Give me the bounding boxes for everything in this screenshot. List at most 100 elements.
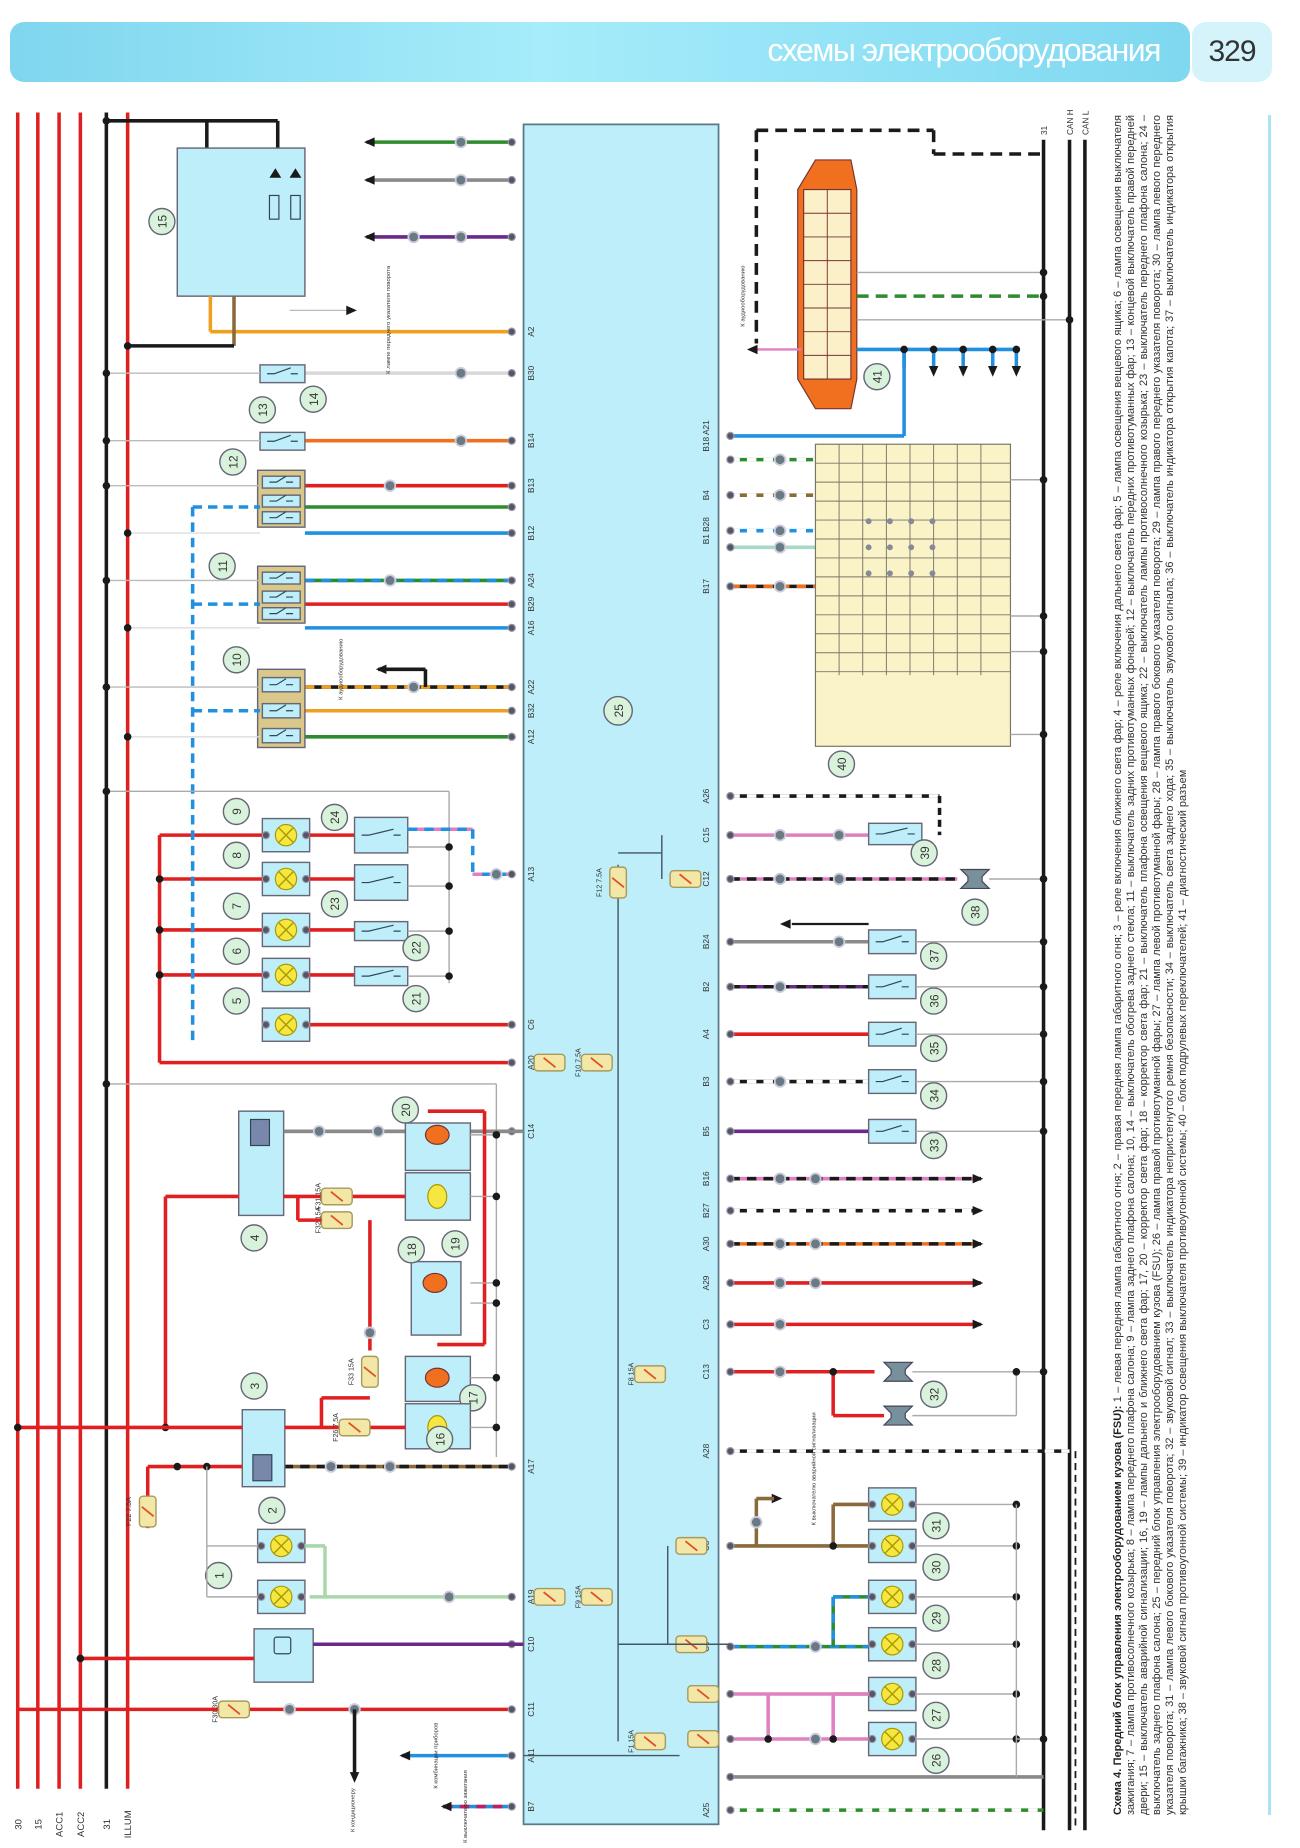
junction-dot <box>102 576 111 585</box>
pin-terminal <box>507 327 516 336</box>
pin-terminal <box>507 481 516 490</box>
junction-dot <box>492 1423 501 1432</box>
pin-label: A19 <box>527 1589 536 1604</box>
pin-terminal <box>261 925 271 935</box>
fuse-label: F30 30A <box>211 1696 219 1723</box>
pin-label: B4 <box>702 490 711 501</box>
arrow-right-icon <box>972 1205 984 1216</box>
pin-terminal <box>726 1541 735 1551</box>
pin-label: B17 <box>702 579 711 594</box>
switch-contact-icon <box>875 1075 909 1083</box>
pin-terminal <box>868 1541 877 1551</box>
pin-terminal <box>261 874 271 884</box>
fuse-element <box>141 1506 155 1518</box>
bulb-cross <box>884 1636 900 1652</box>
rear-window-heater-switch <box>259 364 306 384</box>
bulb-cross <box>278 922 294 938</box>
bulb-cross <box>273 1538 289 1554</box>
component-number: 34 <box>927 1089 941 1103</box>
junction-dot <box>445 882 453 890</box>
connector-icon <box>407 680 420 694</box>
pin-label: A28 <box>702 1443 711 1458</box>
component-number: 26 <box>930 1753 944 1767</box>
component-badge <box>425 1425 454 1454</box>
arrow-down-icon <box>1011 366 1022 377</box>
switch-contact-icon <box>269 678 294 686</box>
immobilizer-indicator <box>867 822 923 846</box>
connector-icon <box>383 1460 397 1473</box>
connector-icon <box>383 574 397 587</box>
pin-terminal <box>507 706 516 715</box>
component-badge <box>441 1230 469 1258</box>
switch <box>261 676 301 693</box>
switch-contact-icon <box>875 827 915 835</box>
junction-dot <box>13 1423 22 1432</box>
pin-terminal <box>868 1500 877 1509</box>
right-bus-label: 31 <box>1040 125 1049 135</box>
pin-terminal <box>726 1077 735 1086</box>
connector-icon <box>750 1516 763 1529</box>
fuse-element <box>227 1703 241 1715</box>
pin-terminal <box>507 1462 516 1471</box>
component-number: 7 <box>230 903 244 910</box>
bus-label: 31 <box>102 1819 113 1830</box>
contact-dot <box>886 518 893 525</box>
pin-terminal <box>868 1640 877 1649</box>
pin-terminal <box>301 970 311 980</box>
component-badge <box>240 1224 268 1252</box>
junction-dot <box>102 481 111 490</box>
fuse-element <box>330 1214 344 1226</box>
switch-contact-icon <box>875 1027 909 1035</box>
component-badge <box>919 1034 948 1063</box>
connector-icon <box>773 1172 787 1185</box>
component-number: 2 <box>266 1507 280 1514</box>
connector-icon <box>454 230 468 244</box>
connector-icon <box>454 434 468 447</box>
bus-label: 15 <box>33 1819 44 1830</box>
connector-icon <box>371 1125 385 1138</box>
fuse-label: F22 7.5A <box>125 1497 133 1526</box>
pin-terminal <box>507 369 516 378</box>
arrow-left-icon <box>440 1801 452 1812</box>
relay-coil-icon <box>249 1118 271 1147</box>
component-number: 10 <box>230 653 244 667</box>
component-number: 40 <box>835 757 849 771</box>
component-number: 37 <box>927 949 941 962</box>
pin-terminal <box>726 1030 735 1039</box>
component-number: 5 <box>230 997 244 1004</box>
pin-terminal <box>257 1541 266 1551</box>
fuse-element <box>330 1191 344 1202</box>
pin-terminal <box>908 1541 917 1551</box>
arrow-down-icon <box>958 366 968 377</box>
connector-icon <box>773 1365 787 1379</box>
pin-label: A29 <box>702 1275 711 1290</box>
contact-dot <box>908 518 915 525</box>
junction-dot <box>1039 1127 1048 1136</box>
junction-dot <box>492 1373 501 1382</box>
contact-dot <box>865 518 872 525</box>
component-number: 23 <box>328 897 342 911</box>
pin-terminal <box>726 543 735 552</box>
junction-dot <box>123 529 132 537</box>
component-number: 13 <box>256 403 270 417</box>
junction-dot <box>1039 612 1048 620</box>
component-number: 25 <box>612 704 626 718</box>
component-badge <box>222 646 251 674</box>
junction-dot <box>988 345 997 354</box>
component-badge <box>320 803 349 832</box>
switch-contact-icon <box>269 511 294 519</box>
connector-icon <box>363 1326 377 1339</box>
connector-icon <box>312 1125 326 1138</box>
pin-terminal <box>726 1734 735 1744</box>
contact-dot <box>886 570 893 577</box>
pin-terminal <box>726 1239 735 1248</box>
connector-icon <box>773 488 787 502</box>
switch-contact-icon <box>875 1124 909 1132</box>
pin-terminal <box>301 831 311 840</box>
component-badge <box>219 448 247 476</box>
pin-label: B2 <box>702 981 711 992</box>
junction-dot <box>1039 730 1048 739</box>
junction-dot <box>829 1735 837 1743</box>
pin-terminal <box>507 600 516 609</box>
arrow-right-icon <box>972 1319 984 1330</box>
